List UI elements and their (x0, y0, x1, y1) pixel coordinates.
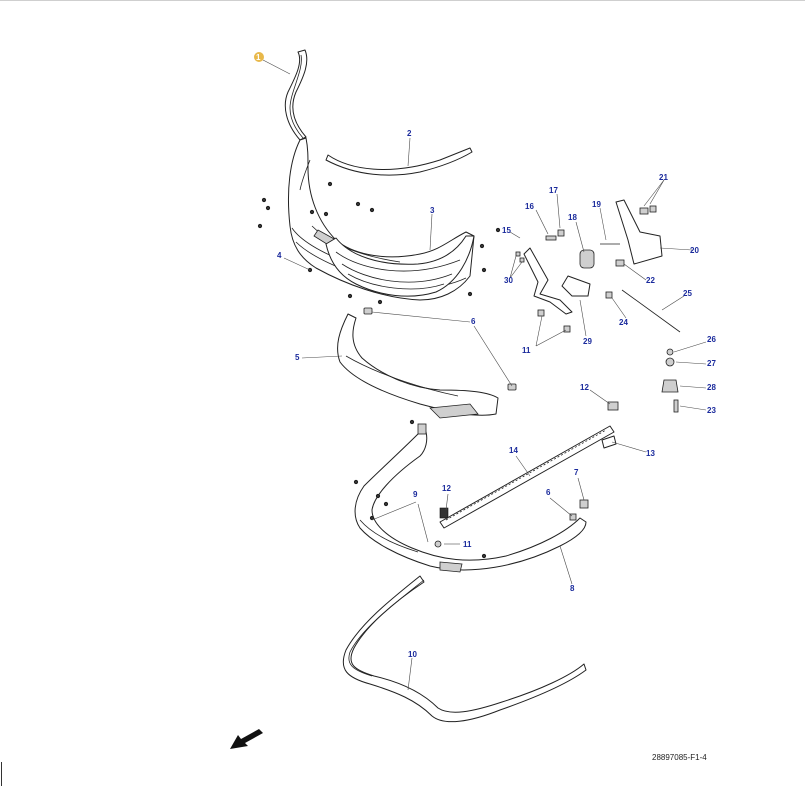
callout-11-lower[interactable]: 11 (463, 540, 472, 549)
callout-17[interactable]: 17 (549, 186, 558, 195)
callout-10[interactable]: 10 (408, 650, 417, 659)
callout-29[interactable]: 29 (583, 337, 592, 346)
callout-6-upper[interactable]: 6 (471, 317, 476, 326)
part-3-lower-grille[interactable] (325, 235, 475, 297)
callout-13[interactable]: 13 (646, 449, 655, 458)
callout-6-lower[interactable]: 6 (546, 488, 551, 497)
callout-14[interactable]: 14 (509, 446, 518, 455)
hinge-latch-hardware[interactable] (515, 199, 681, 449)
leader-lines (262, 59, 707, 691)
callout-23[interactable]: 23 (707, 406, 716, 415)
callout-9[interactable]: 9 (413, 490, 418, 499)
bumper-clips (257, 181, 501, 305)
callout-21[interactable]: 21 (659, 173, 668, 182)
callout-30[interactable]: 30 (504, 276, 513, 285)
left-margin-tick (1, 762, 2, 786)
callout-15[interactable]: 15 (502, 226, 511, 235)
callout-25[interactable]: 25 (683, 289, 692, 298)
callout-28[interactable]: 28 (707, 383, 716, 392)
callout-3[interactable]: 3 (430, 206, 435, 215)
part-10-lower-seal[interactable] (342, 575, 587, 723)
part-8-reinforcement-beam[interactable] (354, 431, 587, 573)
part-2-upper-grille-trim[interactable] (325, 147, 473, 176)
part-1-upper-trim-strip[interactable] (284, 49, 308, 141)
callout-12-lower[interactable]: 12 (442, 484, 451, 493)
callout-22[interactable]: 22 (646, 276, 655, 285)
callout-27[interactable]: 27 (707, 359, 716, 368)
callout-18[interactable]: 18 (568, 213, 577, 222)
callout-8[interactable]: 8 (570, 584, 575, 593)
top-border (0, 0, 805, 1)
callout-16[interactable]: 16 (525, 202, 534, 211)
callout-26[interactable]: 26 (707, 335, 716, 344)
callout-12-upper[interactable]: 12 (580, 383, 589, 392)
callout-1[interactable]: 1 (256, 53, 261, 62)
part-5-lower-spoiler[interactable] (337, 313, 499, 419)
part-14-adjuster-rack[interactable] (439, 425, 615, 529)
beam-hardware[interactable] (353, 419, 589, 559)
callout-20[interactable]: 20 (690, 246, 699, 255)
front-direction-arrow-icon (230, 729, 263, 749)
callout-7[interactable]: 7 (574, 468, 579, 477)
part-6-screws[interactable] (363, 307, 517, 391)
callout-1-badge (254, 52, 264, 62)
callout-24[interactable]: 24 (619, 318, 628, 327)
callout-4[interactable]: 4 (277, 251, 282, 260)
diagram-reference-code: 28897085-F1-4 (652, 753, 707, 762)
callout-11-upper[interactable]: 11 (522, 346, 531, 355)
callout-19[interactable]: 19 (592, 200, 601, 209)
callout-2[interactable]: 2 (407, 129, 412, 138)
callout-5[interactable]: 5 (295, 353, 300, 362)
